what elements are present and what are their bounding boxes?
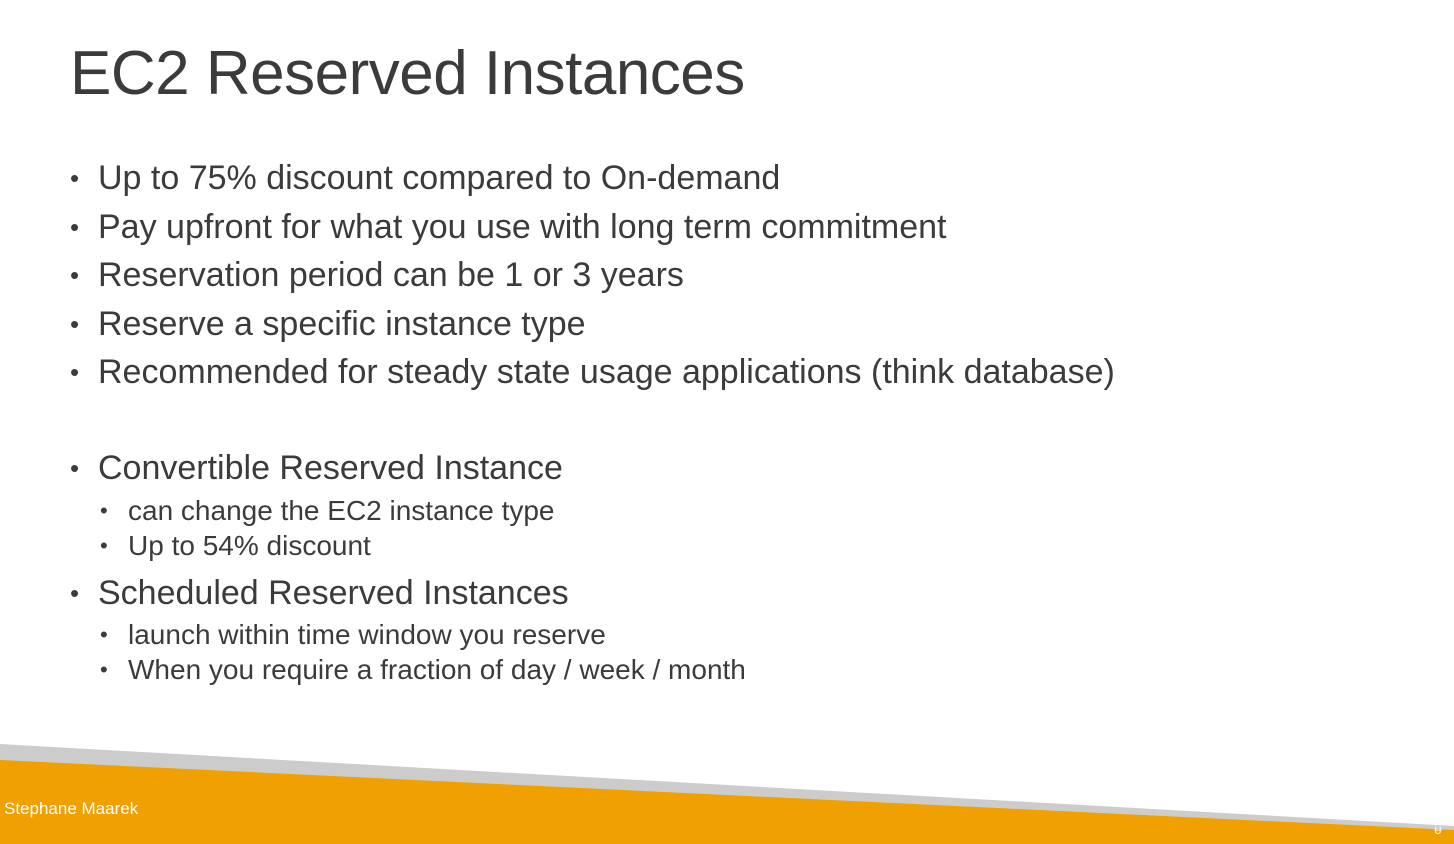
convertible-heading: Convertible Reserved Instance [70,444,746,493]
bullet-item: Reserve a specific instance type [70,300,1115,349]
scheduled-sub-list-wrapper: launch within time window you reserve Wh… [70,617,746,687]
scheduled-heading-text: Scheduled Reserved Instances [98,573,569,612]
sub-bullet-item: can change the EC2 instance type [42,493,746,528]
convertible-sub-list-wrapper: can change the EC2 instance type Up to 5… [70,493,746,563]
sub-bullet-item: When you require a fraction of day / wee… [42,652,746,687]
bullet-item: Pay upfront for what you use with long t… [70,203,1115,252]
instance-types-list: Convertible Reserved Instance can change… [70,444,746,687]
sub-bullet-item: Up to 54% discount [42,528,746,563]
main-bullet-list: Up to 75% discount compared to On-demand… [70,154,1115,397]
scheduled-heading: Scheduled Reserved Instances [70,569,746,618]
bullet-item: Recommended for steady state usage appli… [70,348,1115,397]
bullet-item: Up to 75% discount compared to On-demand [70,154,1115,203]
bullet-item: Reservation period can be 1 or 3 years [70,251,1115,300]
convertible-sub-list: can change the EC2 instance type Up to 5… [70,493,746,563]
watermark-logo-icon: ᵾ [1434,822,1442,838]
footer-orange-band [0,760,1454,844]
author-name: Stephane Maarek [4,799,139,818]
convertible-heading-text: Convertible Reserved Instance [98,449,563,487]
scheduled-sub-list: launch within time window you reserve Wh… [70,617,746,687]
slide-title: EC2 Reserved Instances [70,39,745,108]
footer-banner [0,744,1454,844]
sub-bullet-item: launch within time window you reserve [42,617,746,652]
